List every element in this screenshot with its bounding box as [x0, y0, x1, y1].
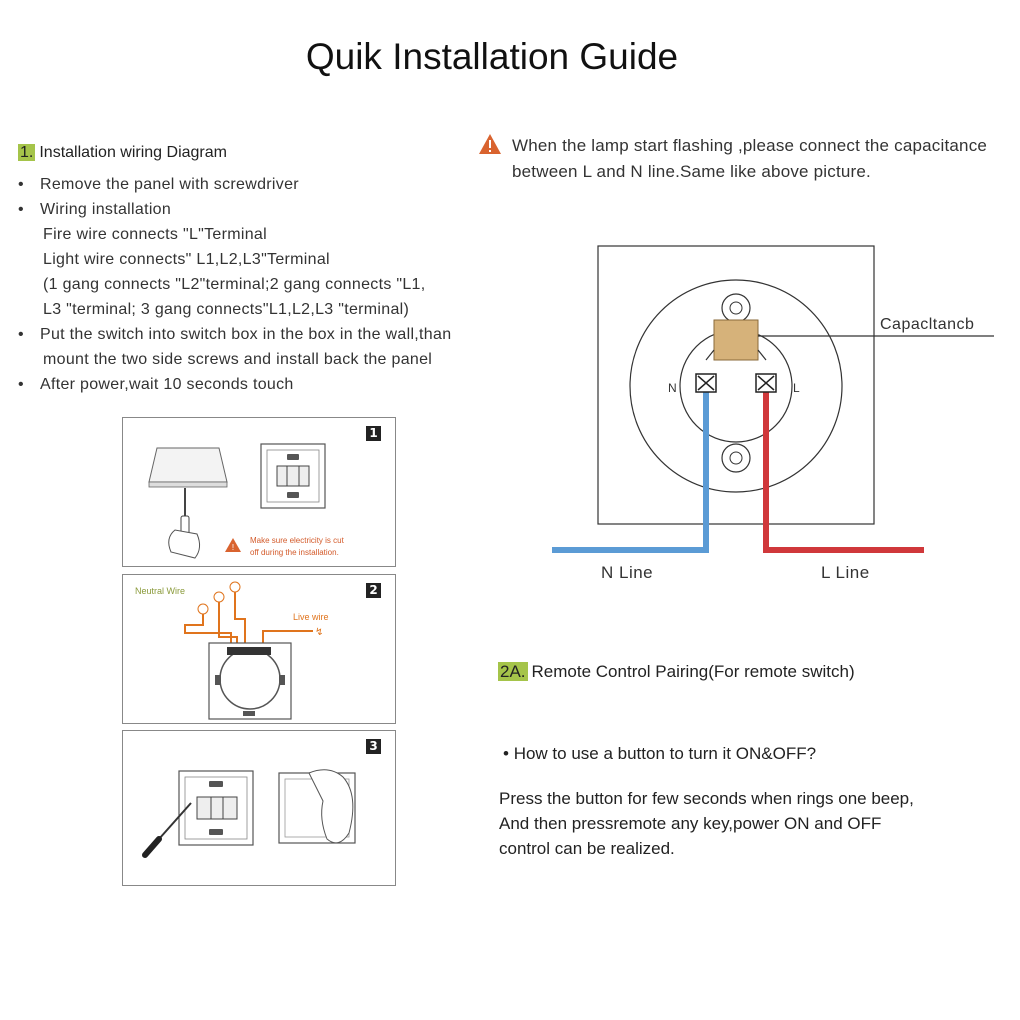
bullet-subline: Fire wire connects "L"Terminal: [43, 226, 267, 243]
svg-text:!: !: [232, 543, 234, 552]
n-line-wire: [552, 390, 709, 553]
step2-badge: 2: [366, 583, 381, 598]
live-wire-label: Live wire: [293, 612, 329, 622]
step1-warning-line2: off during the installation.: [250, 548, 339, 557]
switch-back-plate: [208, 642, 292, 720]
step1-warning-line1: Make sure electricity is cut: [250, 536, 344, 545]
capacitor-block: [713, 319, 759, 361]
step3-panel: 3: [122, 730, 396, 886]
l-line-label: L Line: [821, 563, 870, 582]
section1-title: Installation wiring Diagram: [39, 144, 227, 161]
outer-ring: [629, 279, 843, 493]
pairing-instructions: Press the button for few seconds when ri…: [499, 786, 914, 861]
bullet-subline: mount the two side screws and install ba…: [43, 351, 433, 368]
step1-badge: 1: [366, 426, 381, 441]
capacitance-warning-text: When the lamp start flashing ,please con…: [512, 136, 988, 181]
hand-shape: [308, 769, 354, 844]
n-terminal-label: N: [668, 381, 677, 395]
installation-steps-list: Remove the panel with screwdriver Wiring…: [18, 172, 451, 397]
instruction-line: And then pressremote any key,power ON an…: [499, 814, 882, 833]
bullet-item: After power,wait 10 seconds touch: [18, 372, 451, 397]
section2a-heading: 2A.Remote Control Pairing(For remote swi…: [498, 662, 855, 682]
screw-hole: [721, 443, 751, 473]
bullet-item: Wiring installation: [18, 197, 451, 222]
pairing-question: • How to use a button to turn it ON&OFF?: [503, 741, 816, 766]
section1-number: 1.: [18, 144, 36, 161]
warning-icon: [479, 134, 501, 154]
capacitance-wiring-diagram: [552, 245, 994, 553]
step3-badge: 3: [366, 739, 381, 754]
step2-panel: 2 Neutral Wire Live wire ↯: [122, 574, 396, 724]
instruction-line: control can be realized.: [499, 839, 675, 858]
page-title: Quik Installation Guide: [305, 36, 679, 77]
screwdriver-handle: [142, 836, 162, 858]
section2a-number: 2A.: [498, 662, 528, 681]
switch-box-outline: [597, 245, 875, 525]
step2-illustration: ↯: [184, 581, 323, 720]
bullet-item: Put the switch into switch box in the bo…: [18, 322, 451, 347]
pairing-question-text: How to use a button to turn it ON&OFF?: [513, 744, 817, 763]
bullet-subline: Light wire connects" L1,L2,L3"Terminal: [43, 251, 330, 268]
step3-illustration: [142, 769, 356, 858]
bulb-icon: [197, 603, 209, 615]
section1-heading: 1.Installation wiring Diagram: [18, 144, 227, 162]
l-terminal-label: L: [793, 381, 800, 395]
hand-shape: [168, 529, 201, 559]
bullet-subline: (1 gang connects "L2"terminal;2 gang con…: [43, 276, 426, 293]
screw-hole: [721, 293, 751, 323]
l-line-wire: [763, 390, 924, 553]
switch-panel-shape: [148, 447, 228, 483]
neutral-wire-label: Neutral Wire: [135, 586, 186, 596]
bulb-icon: [213, 591, 225, 603]
bullet-item: Remove the panel with screwdriver: [18, 172, 451, 197]
bullet-dot: •: [503, 744, 509, 763]
step1-panel: 1 ! Make sure electricity is cut off dur…: [122, 417, 396, 567]
instruction-line: Press the button for few seconds when ri…: [499, 789, 914, 808]
section2a-title: Remote Control Pairing(For remote switch…: [531, 662, 855, 681]
screwdriver-shaft: [158, 802, 192, 840]
warning-icon: [225, 538, 241, 552]
n-line-label: N Line: [601, 563, 654, 582]
svg-text:↯: ↯: [315, 627, 323, 638]
bullet-subline: L3 "terminal; 3 gang connects"L1,L2,L3 "…: [43, 301, 410, 318]
bulb-icon: [229, 581, 241, 593]
capacitance-label: Capacltancb: [880, 316, 975, 333]
step1-illustration: !: [148, 443, 326, 559]
